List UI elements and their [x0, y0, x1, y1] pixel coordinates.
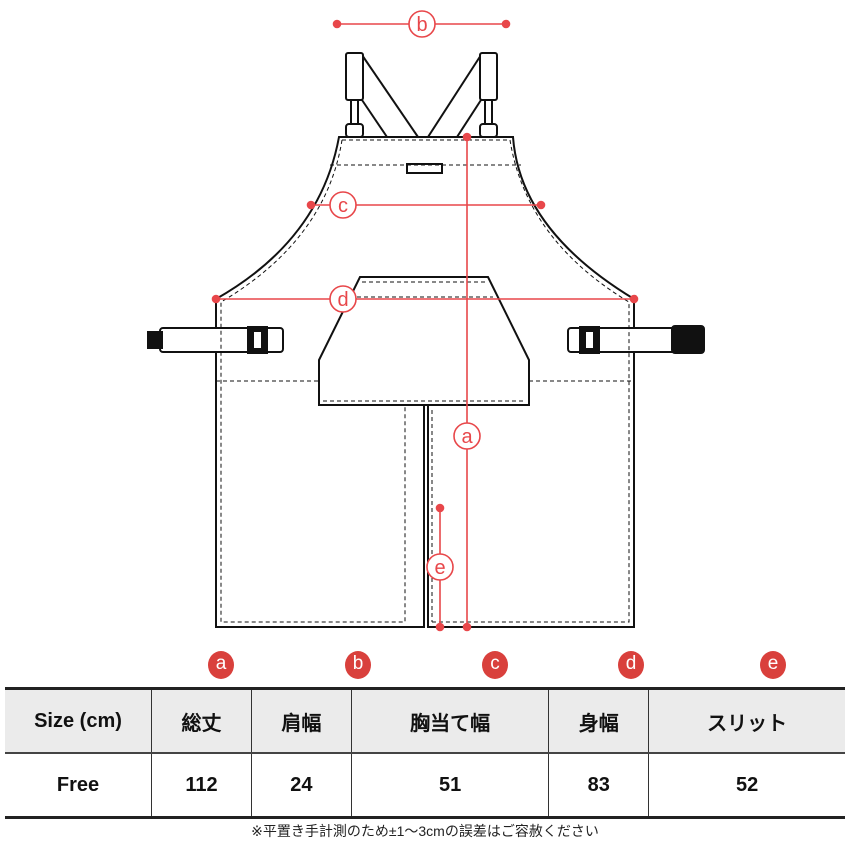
table-row: Free 112 24 51 83 52 — [5, 753, 845, 818]
badge-e: e — [760, 651, 786, 679]
strap-right — [427, 52, 498, 138]
measurement-note: ※平置き手計測のため±1～3cmの誤差はご容赦ください — [251, 823, 599, 839]
cell-shoulder-width: 24 — [250, 753, 352, 818]
cell-bib-width: 51 — [350, 753, 549, 818]
apron-diagram: b a c d e — [147, 10, 705, 632]
badge-d: d — [618, 651, 644, 679]
header-size: Size (cm) — [5, 688, 152, 754]
badge-c: c — [482, 651, 508, 679]
cell-size: Free — [56, 773, 100, 796]
header-total-length: 総丈 — [151, 688, 252, 754]
label-b: b — [416, 14, 427, 36]
buckle-right — [567, 325, 705, 354]
cell-body-width: 83 — [548, 753, 649, 818]
label-c: c — [338, 195, 348, 217]
header-slit: スリット — [648, 688, 845, 754]
label-d: d — [337, 289, 348, 311]
table-header-row: Size (cm) 総丈 肩幅 胸当て幅 身幅 スリット — [5, 688, 845, 754]
cell-slit: 52 — [648, 753, 845, 818]
size-table: Size (cm) 総丈 肩幅 胸当て幅 身幅 スリット Free 112 24… — [5, 687, 845, 819]
label-e: e — [434, 557, 445, 579]
label-a: a — [461, 426, 473, 448]
header-body-width: 身幅 — [548, 688, 649, 754]
badge-a: a — [208, 651, 234, 679]
header-shoulder-width: 肩幅 — [250, 688, 352, 754]
buckle-left — [147, 326, 284, 354]
pen-loop — [406, 163, 443, 174]
badge-b: b — [345, 651, 371, 679]
pocket — [318, 276, 530, 406]
header-bib-width: 胸当て幅 — [350, 688, 549, 754]
cell-total-length: 112 — [151, 753, 252, 818]
strap-left — [345, 52, 419, 138]
